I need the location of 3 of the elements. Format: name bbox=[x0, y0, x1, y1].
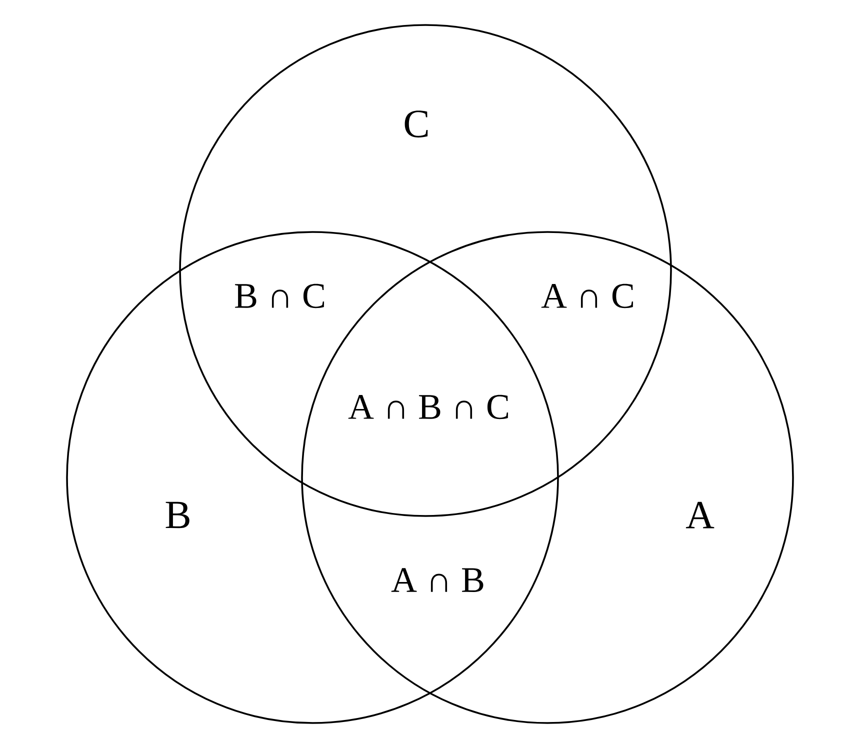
region-label: A ∩ B bbox=[391, 568, 484, 592]
region-label: B ∩ C bbox=[235, 284, 324, 308]
region-label: A ∩ B ∩ C bbox=[348, 394, 508, 420]
